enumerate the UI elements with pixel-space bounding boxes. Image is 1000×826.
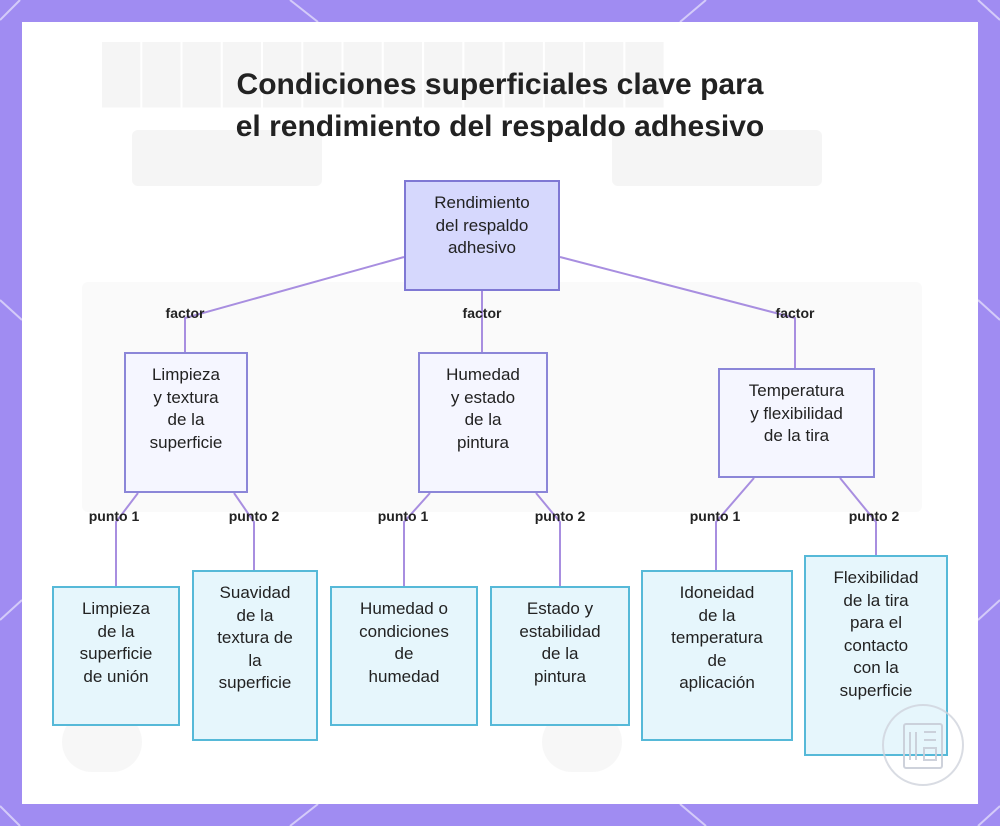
- point-node-line: Suavidad: [219, 583, 291, 602]
- connector-branch-3-point-1: [715, 477, 755, 570]
- edge-label-branch-3-point-2: punto 2: [848, 508, 900, 524]
- point-node-line: pintura: [534, 666, 586, 686]
- point-node-line: humedad: [368, 666, 440, 686]
- factor-node-line: Humedad: [446, 365, 520, 384]
- factor-node-line: de la: [167, 410, 205, 429]
- point-node-line: superficie: [839, 680, 913, 700]
- factor-node-line: y flexibilidad: [750, 403, 843, 423]
- title-line-2: el rendimiento del respaldo adhesivo: [235, 110, 765, 143]
- point-node-line: de la: [698, 605, 736, 625]
- point-node-line: superficie: [218, 673, 292, 692]
- watermark-logo-icon: [882, 704, 964, 786]
- connector-root-branch-1: [184, 256, 405, 352]
- edge-label-branch-1-point-2: punto 2: [228, 508, 280, 524]
- point-node-line: Humedad o: [360, 599, 448, 618]
- root-node-line: Rendimiento: [434, 193, 530, 212]
- point-node-line: de: [707, 650, 727, 670]
- edge-label-branch-1-point-1: punto 1: [88, 508, 140, 524]
- edge-label-branch-3-point-1: punto 1: [689, 508, 741, 524]
- factor-node-line: de la tira: [763, 426, 830, 445]
- point-node-line: aplicación: [679, 673, 755, 692]
- point-node-line: temperatura: [671, 628, 763, 647]
- point-node-strip-flexibility: Flexibilidad de la tira para el contacto…: [804, 555, 948, 756]
- point-node-line: de: [394, 644, 414, 663]
- factor-node-line: y textura: [153, 387, 219, 407]
- root-node-line: adhesivo: [447, 238, 517, 257]
- factor-node-surface-cleanliness: Limpieza y textura de la superficie: [124, 352, 248, 493]
- root-node-line: del respaldo: [435, 215, 529, 235]
- factor-node-line: de la: [464, 410, 502, 429]
- factor-node-line: Limpieza: [151, 365, 221, 384]
- edge-label-branch-2-point-2: punto 2: [534, 508, 586, 524]
- point-node-humidity-conditions: Humedad o condiciones de humedad: [330, 586, 478, 726]
- point-node-line: contacto: [843, 635, 909, 655]
- point-node-texture-smoothness: Suavidad de la textura de la superficie: [192, 570, 318, 741]
- point-node-line: Idoneidad: [679, 583, 755, 602]
- factor-node-humidity-paint: Humedad y estado de la pintura: [418, 352, 548, 493]
- factor-node-temperature-flexibility: Temperatura y flexibilidad de la tira: [718, 368, 875, 478]
- point-node-line: para el: [850, 613, 902, 632]
- point-node-line: con la: [853, 658, 899, 677]
- point-node-line: textura de: [217, 628, 293, 647]
- point-node-line: Flexibilidad: [833, 568, 919, 587]
- connector-branch-1-point-2: [233, 492, 255, 570]
- point-node-line: superficie: [79, 644, 153, 663]
- edge-label-factor-2: factor: [462, 305, 502, 321]
- point-node-line: de la tira: [843, 590, 909, 610]
- connector-branch-2-point-2: [535, 492, 561, 586]
- point-node-line: de la: [541, 644, 579, 663]
- point-node-line: estabilidad: [519, 621, 601, 641]
- point-node-line: Limpieza: [81, 599, 151, 618]
- connector-branch-3-point-2: [839, 477, 877, 555]
- point-node-line: la: [248, 650, 262, 670]
- point-node-line: de unión: [83, 666, 149, 686]
- factor-node-line: Temperatura: [748, 381, 845, 400]
- factor-node-line: pintura: [457, 432, 509, 452]
- point-node-line: Estado y: [526, 599, 594, 618]
- point-node-paint-stability: Estado y estabilidad de la pintura: [490, 586, 630, 726]
- point-node-line: condiciones: [359, 621, 449, 641]
- connector-branch-1-point-1: [115, 492, 139, 586]
- edge-label-branch-2-point-1: punto 1: [377, 508, 429, 524]
- diagram-title: Condiciones superficiales clave para el …: [22, 64, 978, 148]
- edge-label-factor-1: factor: [165, 305, 205, 321]
- point-node-line: de la: [97, 621, 135, 641]
- connector-branch-2-point-1: [403, 492, 431, 586]
- point-node-application-temperature: Idoneidad de la temperatura de aplicació…: [641, 570, 793, 741]
- edge-label-factor-3: factor: [775, 305, 815, 321]
- point-node-line: de la: [236, 605, 274, 625]
- factor-node-line: y estado: [450, 387, 516, 407]
- root-node: Rendimiento del respaldo adhesivo: [404, 180, 560, 291]
- title-line-1: Condiciones superficiales clave para: [236, 68, 764, 101]
- point-node-bonding-surface-cleanliness: Limpieza de la superficie de unión: [52, 586, 180, 726]
- connector-root-branch-3: [559, 256, 796, 368]
- factor-node-line: superficie: [149, 432, 223, 452]
